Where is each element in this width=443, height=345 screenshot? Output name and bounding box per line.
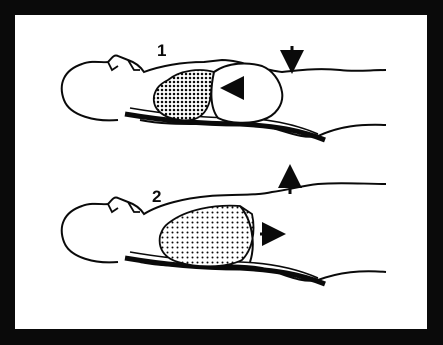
figure-1-label: 1	[157, 41, 166, 61]
figure-2-label: 2	[152, 187, 161, 207]
lung-2	[160, 206, 254, 267]
lung-1	[154, 70, 214, 120]
figure-2	[62, 176, 386, 284]
face-detail-2	[108, 202, 140, 212]
diaphragm-1	[211, 64, 282, 123]
face-detail-1	[108, 60, 140, 70]
figure-1	[62, 46, 386, 140]
